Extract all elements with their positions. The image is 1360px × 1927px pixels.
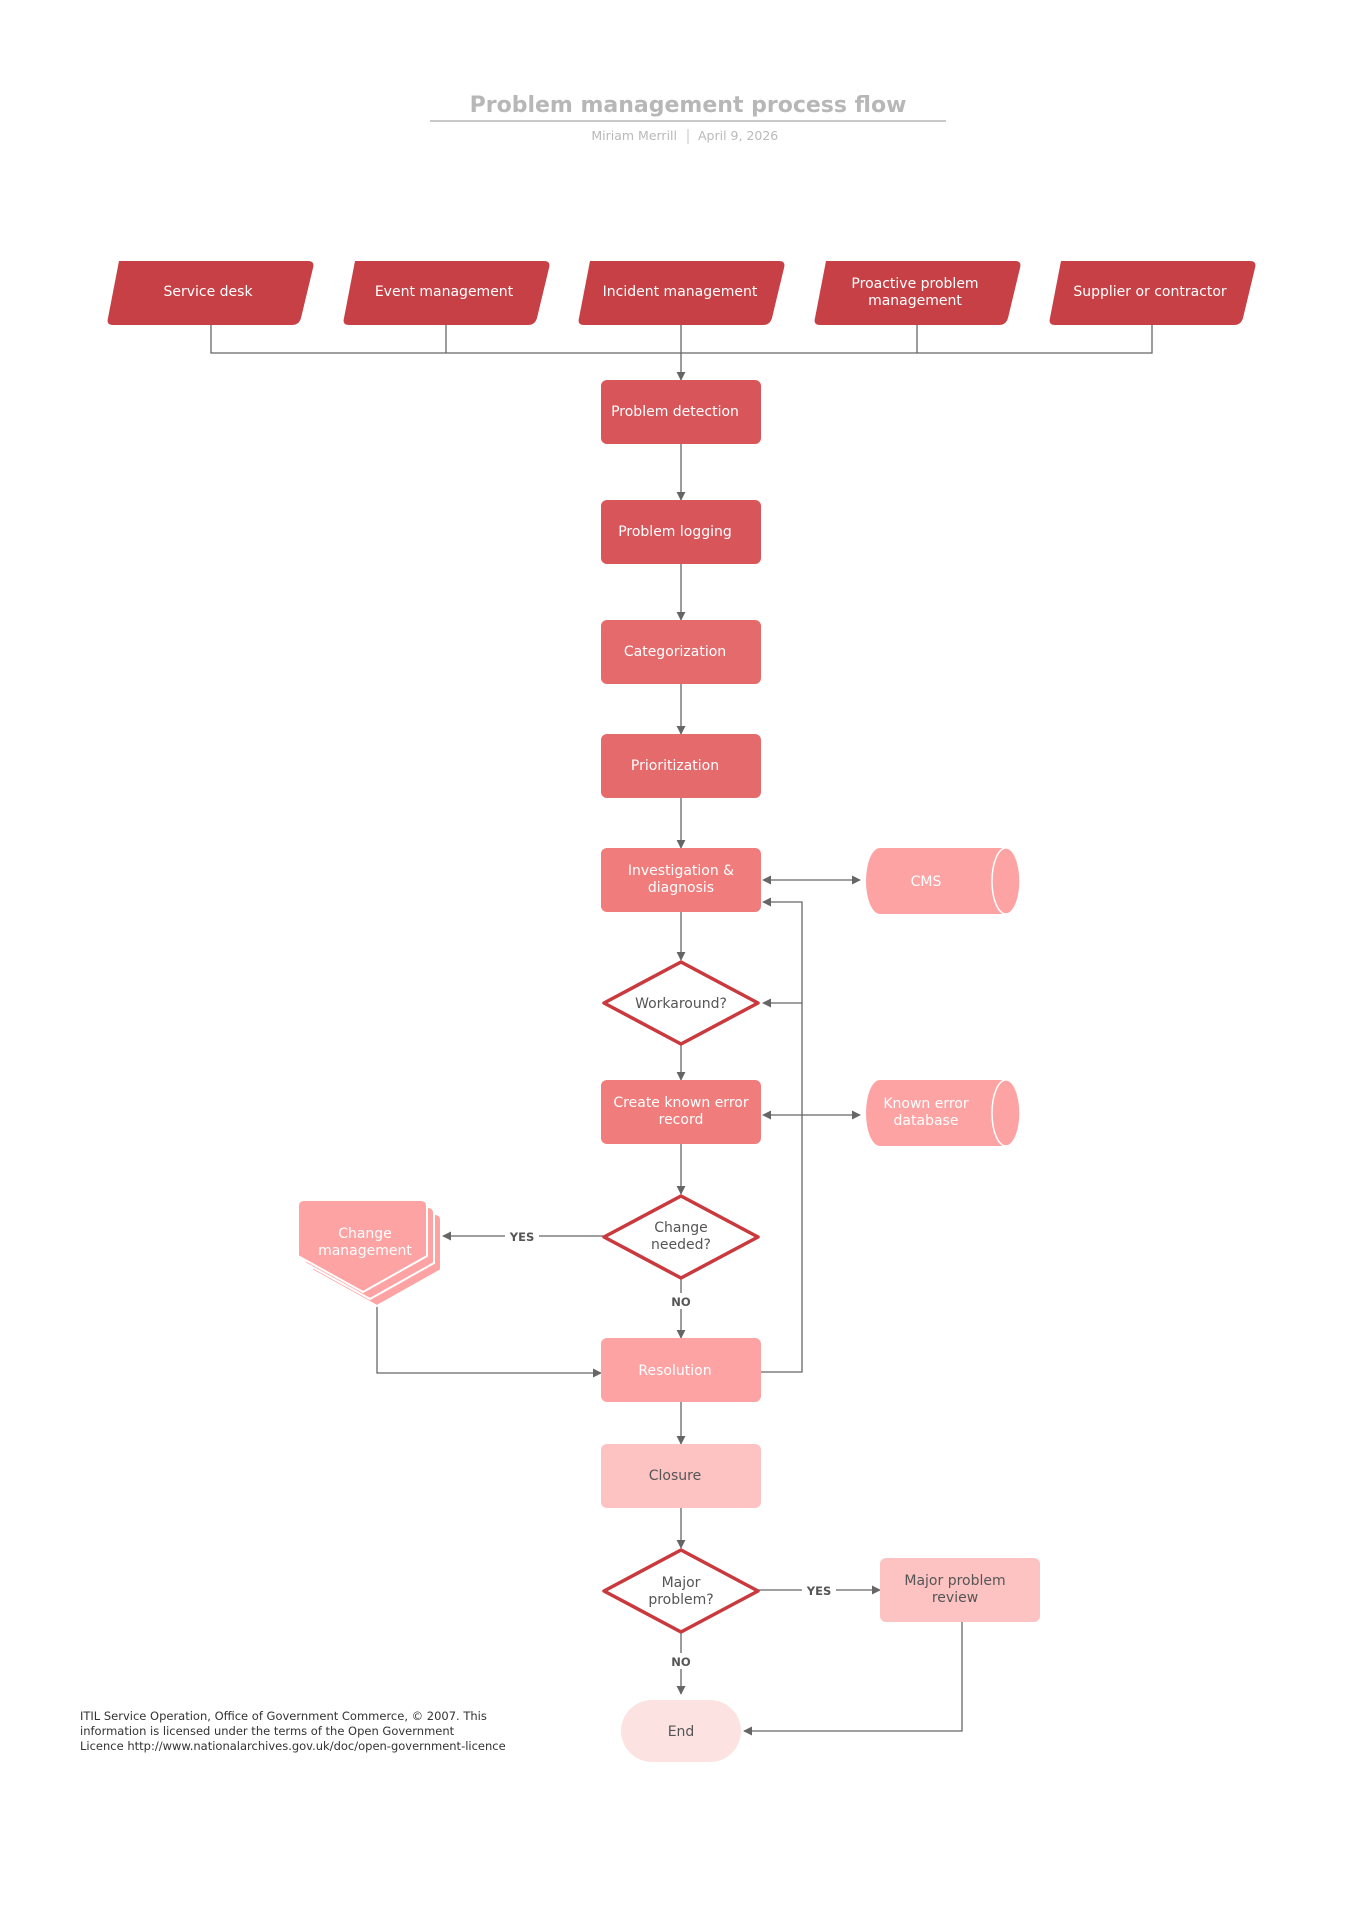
source-label: Event management (375, 284, 514, 300)
step-categorization[interactable]: Categorization (601, 620, 761, 684)
source-label: Supplier or contractor (1073, 284, 1227, 300)
edge-label-major-yes: YES (806, 1584, 831, 1598)
connector-resolution-loop (761, 897, 803, 1373)
decision-label: Major problem? (648, 1575, 714, 1608)
source-proactive-problem-management[interactable]: Proactive problem management (814, 261, 1021, 325)
external-label: Change management (318, 1226, 412, 1259)
step-problem-detection[interactable]: Problem detection (601, 380, 761, 444)
page-title: Problem management process flow (470, 93, 907, 118)
step-create-known-error-record[interactable]: Create known error record (601, 1080, 761, 1144)
footer-line-1: ITIL Service Operation, Office of Govern… (80, 1709, 487, 1723)
source-service-desk[interactable]: Service desk (107, 261, 314, 325)
edge-label-major-no: NO (671, 1655, 691, 1669)
step-label: Problem logging (618, 524, 732, 540)
decision-workaround[interactable]: Workaround? (602, 960, 760, 1046)
edge-label-change-no: NO (671, 1295, 691, 1309)
connector-review-end (743, 1622, 963, 1736)
decision-major-problem[interactable]: Major problem? (602, 1548, 760, 1634)
terminal-end[interactable]: End (621, 1700, 741, 1762)
store-known-error-database[interactable]: Known error database (866, 1079, 1021, 1147)
author: Miriam Merrill (591, 128, 677, 143)
step-label: Major problem review (904, 1573, 1006, 1606)
step-label: Prioritization (631, 758, 719, 774)
connectors (210, 325, 1153, 1736)
step-label: Resolution (638, 1363, 711, 1379)
source-label: Service desk (163, 284, 253, 300)
store-label: CMS (911, 874, 942, 890)
step-label: Investigation & diagnosis (627, 863, 735, 896)
store-cms[interactable]: CMS (866, 847, 1021, 915)
terminal-label: End (668, 1724, 695, 1740)
step-label: Closure (649, 1468, 701, 1484)
footer-credit: ITIL Service Operation, Office of Govern… (80, 1709, 506, 1753)
step-prioritization[interactable]: Prioritization (601, 734, 761, 798)
source-label: Proactive problem management (851, 276, 979, 309)
step-closure[interactable]: Closure (601, 1444, 761, 1508)
step-label: Problem detection (611, 404, 739, 420)
step-major-problem-review[interactable]: Major problem review (880, 1558, 1040, 1622)
footer-line-2: information is licensed under the terms … (80, 1724, 455, 1738)
date: April 9, 2026 (698, 128, 778, 143)
footer-line-3: Licence http://www.nationalarchives.gov.… (80, 1739, 506, 1753)
step-label: Create known error record (613, 1095, 749, 1128)
source-label: Incident management (603, 284, 758, 300)
step-investigation-diagnosis[interactable]: Investigation & diagnosis (601, 848, 761, 912)
edge-labels: YES NO YES NO (505, 1228, 836, 1669)
external-change-management[interactable]: Change management (297, 1199, 442, 1308)
decision-label: Workaround? (635, 996, 727, 1012)
step-resolution[interactable]: Resolution (601, 1338, 761, 1402)
store-label: Known error database (883, 1096, 969, 1129)
decision-label: Change needed? (651, 1220, 711, 1253)
step-problem-logging[interactable]: Problem logging (601, 500, 761, 564)
step-label: Categorization (624, 644, 726, 660)
source-event-management[interactable]: Event management (343, 261, 550, 325)
source-incident-management[interactable]: Incident management (578, 261, 785, 325)
edge-label-change-yes: YES (509, 1230, 534, 1244)
source-supplier-contractor[interactable]: Supplier or contractor (1049, 261, 1256, 325)
decision-change-needed[interactable]: Change needed? (602, 1194, 760, 1280)
connector-changemgmt-resolution (376, 1302, 602, 1378)
